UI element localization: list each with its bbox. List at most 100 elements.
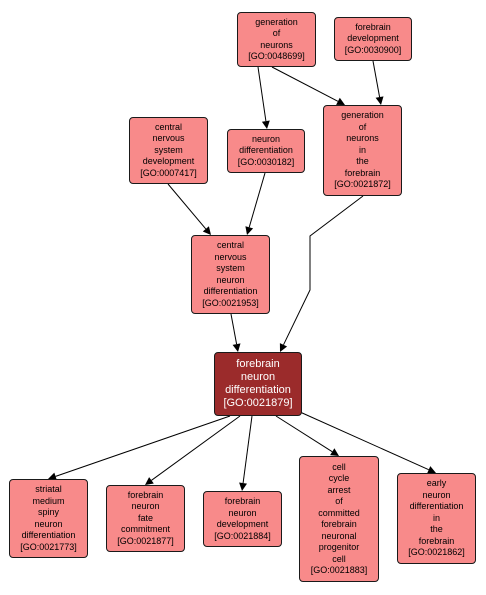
- node-line: commitment: [120, 524, 170, 535]
- node-line: early: [426, 478, 447, 489]
- edge-forebrain-development-to-generation-in-forebrain: [372, 60, 381, 98]
- node-line: of: [358, 121, 367, 132]
- node-line: differentiation: [203, 286, 258, 296]
- edge-generation-of-neurons-to-generation-in-forebrain: [271, 66, 339, 102]
- node-line: system: [216, 263, 245, 273]
- node-line: forebrain: [418, 535, 455, 546]
- node-line: committed: [318, 507, 360, 518]
- edge-focus-to-neuron-development: [242, 415, 253, 484]
- node-line: neurons: [260, 39, 293, 50]
- edge-generation-of-neurons-to-generation-in-forebrain-arrowhead: [336, 97, 345, 105]
- node-line: nervous: [152, 133, 185, 144]
- node-line: central: [216, 240, 244, 250]
- node-line: cell: [332, 461, 346, 472]
- node-line: cycle: [328, 473, 350, 483]
- node-line: forebrain: [224, 496, 261, 506]
- node-go-id: [GO:0030900]: [344, 44, 402, 55]
- edge-generation-in-forebrain-to-focus: [283, 195, 364, 346]
- node-line: neuron: [251, 133, 281, 144]
- node-line: forebrain: [236, 358, 280, 370]
- edge-focus-to-fate-commitment: [151, 415, 241, 481]
- node-line: differentiation: [409, 501, 464, 512]
- edge-generation-in-forebrain-to-focus-arrowhead: [279, 343, 288, 352]
- node-line: spiny: [37, 507, 59, 517]
- node-line: development: [142, 156, 195, 167]
- edge-generation-of-neurons-to-neuron-differentiation-arrowhead: [261, 120, 270, 129]
- node-line: neurons: [346, 133, 379, 144]
- node-line: central: [154, 121, 182, 132]
- node-line: development: [216, 519, 269, 529]
- node-go-id: [GO:0021879]: [223, 397, 293, 409]
- go-node-central-nervous-system-development[interactable]: central nervous system development [GO:0…: [129, 117, 208, 184]
- edge-focus-to-early-neuron-differentiation-arrowhead: [427, 466, 436, 474]
- node-line: the: [430, 524, 443, 535]
- node-line: generation: [341, 110, 384, 121]
- node-line: differentiation: [21, 530, 76, 540]
- edge-forebrain-development-to-generation-in-forebrain-arrowhead: [375, 96, 384, 105]
- node-line: of: [335, 496, 343, 506]
- node-line: the: [356, 156, 369, 167]
- node-line: nervous: [214, 251, 247, 262]
- edge-focus-to-cell-cycle-arrest: [275, 415, 333, 453]
- go-node-forebrain-development[interactable]: forebrain development [GO:0030900]: [334, 17, 412, 61]
- node-line: system: [154, 144, 183, 155]
- go-node-early-neuron-differentiation-in-the-forebrain[interactable]: early neuron differentiation in the fore…: [397, 473, 476, 564]
- go-node-generation-of-neurons-in-the-forebrain[interactable]: generation of neurons in the forebrain […: [323, 105, 402, 196]
- edge-neuron-differentiation-to-cns-neuron-differentiation-arrowhead: [245, 226, 254, 235]
- go-node-cns-neuron-differentiation[interactable]: central nervous system neuron differenti…: [191, 235, 270, 314]
- node-line: neuron: [34, 518, 63, 529]
- edge-cns-development-to-cns-neuron-differentiation: [167, 183, 207, 230]
- go-node-neuron-differentiation[interactable]: neuron differentiation [GO:0030182]: [227, 129, 305, 173]
- node-line: forebrain: [127, 489, 164, 500]
- node-line: neuron: [240, 371, 276, 383]
- node-go-id: [GO:0021872]: [334, 179, 391, 190]
- node-go-id: [GO:0021883]: [310, 565, 368, 575]
- edge-generation-of-neurons-to-neuron-differentiation: [257, 66, 267, 122]
- node-go-id: [GO:0021884]: [214, 530, 271, 541]
- node-line: forebrain: [344, 167, 381, 178]
- node-line: medium: [32, 495, 65, 506]
- node-line: arrest: [327, 484, 351, 495]
- node-line: differentiation: [239, 145, 293, 156]
- node-line: neuron: [131, 501, 160, 512]
- node-line: progenitor: [318, 542, 360, 552]
- go-node-generation-of-neurons[interactable]: generation of neurons [GO:0048699]: [237, 12, 316, 67]
- node-go-id: [GO:0021877]: [117, 535, 174, 546]
- node-line: in: [358, 144, 366, 155]
- node-go-id: [GO:0021773]: [20, 541, 77, 552]
- node-line: development: [347, 33, 399, 44]
- node-go-id: [GO:0048699]: [248, 51, 305, 61]
- go-node-forebrain-neuron-differentiation-focus[interactable]: forebrain neuron differentiation [GO:002…: [214, 352, 302, 416]
- edge-focus-to-striatal-medium-spiny-arrowhead: [48, 472, 57, 481]
- node-line: striatal: [35, 484, 62, 494]
- node-line: neuron: [422, 489, 451, 500]
- edge-focus-to-striatal-medium-spiny: [55, 415, 231, 477]
- node-line: cell: [332, 553, 346, 564]
- node-go-id: [GO:0021862]: [408, 547, 465, 558]
- node-line: in: [432, 512, 440, 523]
- node-line: forebrain: [321, 519, 357, 529]
- node-go-id: [GO:0030182]: [237, 156, 295, 167]
- node-line: generation: [255, 16, 298, 27]
- node-line: neuron: [228, 507, 257, 518]
- node-line: differentiation: [225, 384, 291, 396]
- node-line: neuron: [216, 274, 245, 285]
- edge-focus-to-early-neuron-differentiation: [299, 411, 429, 471]
- edge-cns-development-to-cns-neuron-differentiation-arrowhead: [202, 226, 211, 235]
- node-line: of: [272, 28, 281, 38]
- node-go-id: [GO:0021953]: [202, 297, 259, 308]
- go-node-forebrain-neuron-fate-commitment[interactable]: forebrain neuron fate commitment [GO:002…: [106, 485, 185, 552]
- node-line: forebrain: [355, 21, 391, 32]
- go-node-cell-cycle-arrest-of-committed-forebrain-neuronal-progenitor-cell[interactable]: cell cycle arrest of committed forebrain…: [299, 456, 379, 582]
- go-node-striatal-medium-spiny-neuron-differentiation[interactable]: striatal medium spiny neuron differentia…: [9, 479, 88, 558]
- edge-cns-neuron-differentiation-to-focus-arrowhead: [232, 343, 241, 352]
- edge-focus-to-cell-cycle-arrest-arrowhead: [330, 448, 339, 456]
- go-node-forebrain-neuron-development[interactable]: forebrain neuron development [GO:0021884…: [203, 491, 282, 547]
- node-line: fate: [137, 512, 153, 523]
- edge-focus-to-neuron-development-arrowhead: [239, 482, 247, 491]
- edge-cns-neuron-differentiation-to-focus: [230, 313, 238, 345]
- node-line: neuronal: [321, 530, 357, 541]
- node-go-id: [GO:0007417]: [140, 167, 197, 178]
